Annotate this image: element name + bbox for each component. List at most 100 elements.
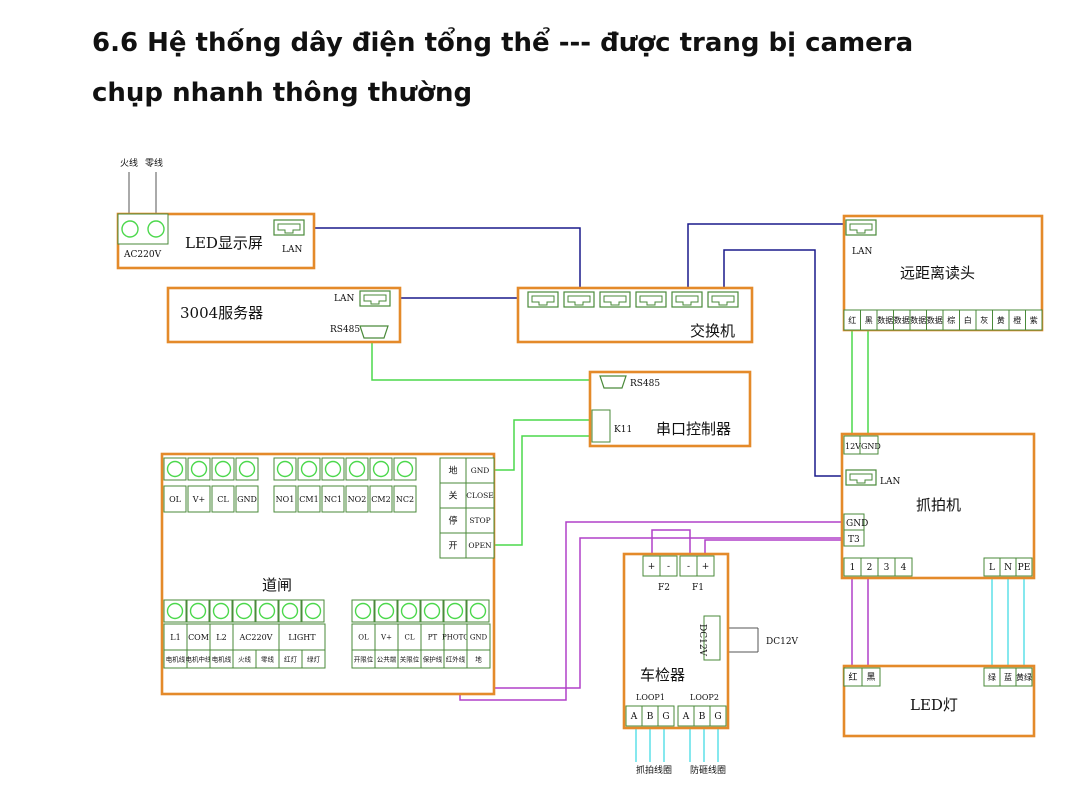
barrier-top-terminal-7 bbox=[345, 457, 369, 481]
detector-sign-3-label: + bbox=[702, 562, 710, 572]
led-light-title: LED灯 bbox=[910, 696, 958, 714]
led-display-box: AC220V LED显示屏 LAN bbox=[116, 212, 316, 270]
reader-pin-3-label: 数据 bbox=[894, 315, 910, 325]
detector-loop-pin-4-label: B bbox=[699, 712, 706, 722]
barrier-top-pin-2: CL bbox=[211, 485, 235, 513]
barrier-top-pin-9: NC2 bbox=[393, 485, 417, 513]
detector-coil2-label: 防砸线圈 bbox=[690, 764, 726, 776]
camera-io-pin-1-label: 2 bbox=[867, 563, 873, 573]
detector-loop-pin-0-label: A bbox=[630, 712, 638, 722]
rs485-wire bbox=[371, 338, 598, 381]
detector-f2-label: F2 bbox=[658, 583, 670, 593]
purple-wire-light bbox=[851, 578, 869, 668]
reader-pin-5-label: 数据 bbox=[927, 315, 943, 325]
camera-io-pin-2: 3 bbox=[877, 557, 896, 577]
detector-dc-label: DC12V bbox=[766, 637, 799, 647]
barrier-side-en-0-label: GND bbox=[471, 466, 490, 475]
led-light-box: 红黑 绿蓝黄绿 LED灯 bbox=[842, 664, 1036, 738]
camera-12v-label: 12V bbox=[845, 442, 861, 451]
barrier-top-pin-1-label: V+ bbox=[192, 495, 205, 504]
barrier-bot-desc-2-label: 电机线 bbox=[212, 654, 232, 663]
reader-lan-label: LAN bbox=[852, 247, 872, 257]
barrier-bot-pin-4: LIGHT bbox=[278, 623, 326, 651]
camera-power-pin-1: N bbox=[999, 557, 1017, 577]
barrier-bot-pin-5-label: OL bbox=[358, 633, 369, 641]
reader-pin-3: 数据 bbox=[893, 309, 911, 331]
barrier-bottom-terminal-right-4 bbox=[443, 599, 467, 623]
camera-lan-port bbox=[845, 469, 877, 486]
barrier-bot-desc-3-label: 火线 bbox=[238, 654, 252, 663]
camera-title: 抓拍机 bbox=[916, 496, 961, 514]
led-display-ac: AC220V bbox=[123, 250, 162, 260]
purple-wire-f2 bbox=[651, 529, 691, 556]
barrier-side-cn-2-label: 停 bbox=[448, 515, 457, 527]
detector-loop-pin-3-label: A bbox=[682, 712, 690, 722]
detector-box: +--+ F2 F1 DC12V DC12V 车检器 LOOP1 LOOP2 A… bbox=[622, 552, 799, 776]
camera-io-pin-3: 4 bbox=[894, 557, 913, 577]
barrier-bot-pin-10: GND bbox=[466, 623, 491, 651]
camera-gnd-label: GND bbox=[846, 519, 868, 529]
reader-pin-5: 数据 bbox=[926, 309, 944, 331]
neutral-wire-label: 零线 bbox=[145, 157, 163, 169]
barrier-bot-pin-4-label: LIGHT bbox=[288, 633, 316, 642]
detector-sign-2: - bbox=[679, 555, 698, 577]
barrier-top-pin-4-label: NO1 bbox=[276, 495, 295, 504]
reader-pin-0-label: 红 bbox=[848, 315, 856, 325]
barrier-top-terminal-6 bbox=[321, 457, 345, 481]
led-light-right-pin-2-label: 黄绿 bbox=[1016, 672, 1032, 682]
led-light-right-pin-2: 黄绿 bbox=[1015, 667, 1033, 687]
barrier-bot-desc-0: 电机线 bbox=[163, 649, 188, 669]
barrier-bot-pin-1-label: COM bbox=[188, 633, 209, 642]
barrier-top-pin-1: V+ bbox=[187, 485, 211, 513]
led-light-right-pin-0: 绿 bbox=[983, 667, 1001, 687]
led-light-left-pin-0-label: 红 bbox=[848, 671, 857, 683]
server-lan-label: LAN bbox=[334, 294, 354, 304]
barrier-bot-pin-7: CL bbox=[397, 623, 422, 651]
reader-pin-row: 红黑数据数据数据数据棕白灰黄橙紫 bbox=[843, 309, 1043, 331]
led-display-lan-label: LAN bbox=[282, 245, 302, 255]
barrier-bot-desc-11-label: 红外线 bbox=[446, 654, 466, 663]
detector-sign-2-label: - bbox=[687, 562, 690, 572]
detector-loop-pin-5: G bbox=[709, 705, 727, 727]
barrier-bottom-terminal-left-2 bbox=[209, 599, 233, 623]
led-light-right-pins: 绿蓝黄绿 bbox=[983, 667, 1033, 687]
detector-loop-pin-1-label: B bbox=[647, 712, 654, 722]
reader-pin-7-label: 白 bbox=[964, 315, 972, 325]
barrier-bottom-terminal-left-6 bbox=[301, 599, 325, 623]
k11-terminal bbox=[591, 409, 611, 443]
page-heading: 6.6 Hệ thống dây điện tổng thể --- được … bbox=[92, 18, 992, 118]
led-light-right-pin-0-label: 绿 bbox=[988, 673, 996, 682]
camera-power-pin-1-label: N bbox=[1004, 563, 1012, 573]
led-light-left-pin-1-label: 黑 bbox=[866, 672, 875, 683]
barrier-top-pin-4: NO1 bbox=[273, 485, 297, 513]
detector-loop-pin-3: A bbox=[677, 705, 695, 727]
detector-sign-3: + bbox=[696, 555, 715, 577]
detector-loop-pin-2-label: G bbox=[662, 712, 669, 722]
reader-pin-4: 数据 bbox=[909, 309, 927, 331]
serial-rs485-port bbox=[599, 375, 627, 389]
barrier-top-terminal-0 bbox=[163, 457, 187, 481]
barrier-bot-pin-0-label: L1 bbox=[170, 633, 180, 642]
barrier-top-terminal-9 bbox=[393, 457, 417, 481]
barrier-bot-desc-1: 电机中线 bbox=[186, 649, 212, 669]
barrier-bot-pin-6-label: V+ bbox=[380, 633, 392, 641]
barrier-bottom-terminal-right-0 bbox=[351, 599, 375, 623]
detector-signal-pins: +--+ bbox=[642, 555, 715, 577]
live-wire-label: 火线 bbox=[120, 157, 138, 169]
barrier-side-cn-3-label: 开 bbox=[448, 541, 457, 552]
barrier-bot-desc-6: 绿灯 bbox=[301, 649, 326, 669]
reader-title: 远距离读头 bbox=[900, 264, 975, 282]
barrier-bot-pin-10-label: GND bbox=[470, 633, 488, 641]
barrier-side-en-2: STOP bbox=[465, 507, 495, 534]
barrier-bottom-terminal-left-1 bbox=[186, 599, 210, 623]
detector-dc-terminal bbox=[703, 615, 721, 661]
server-box: 3004服务器 LAN RS485 bbox=[166, 286, 402, 344]
barrier-bot-desc-10-label: 保护线 bbox=[423, 654, 443, 663]
barrier-bot-pin-3: AC220V bbox=[232, 623, 280, 651]
lan-wire-led-display bbox=[306, 227, 581, 298]
server-lan-port bbox=[359, 290, 391, 307]
server-rs485-label: RS485 bbox=[330, 325, 360, 335]
barrier-bot-desc-11: 红外线 bbox=[443, 649, 468, 669]
